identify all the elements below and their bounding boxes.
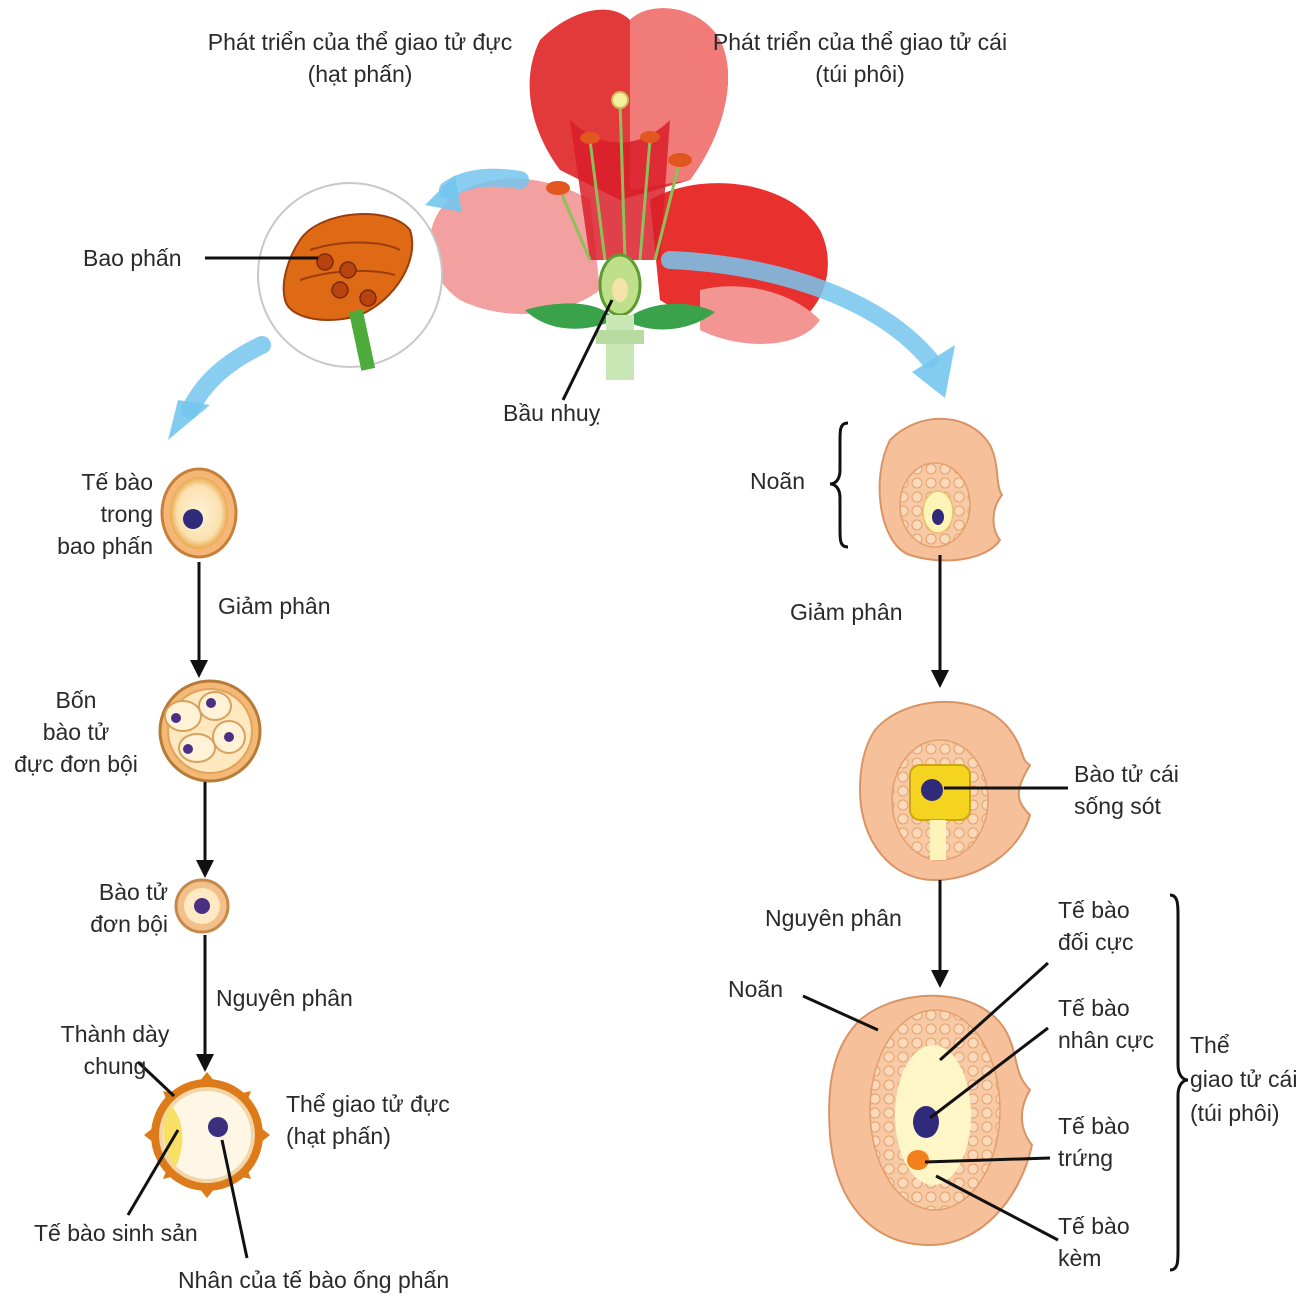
anther-zoom	[258, 183, 442, 371]
megaspore-label-line-2: sống sót	[1074, 790, 1179, 822]
haploid-spore	[176, 880, 228, 932]
generative-cell-label: Tế bào sinh sản	[34, 1217, 198, 1249]
synergid-label: Tế bào kèm	[1058, 1210, 1130, 1274]
anther-cell-label-line-2: trong	[20, 498, 153, 530]
megaspore-label-line-1: Bào tử cái	[1074, 758, 1179, 790]
synergid-label-line-1: Tế bào	[1058, 1210, 1130, 1242]
wall-label-line-2: chung	[40, 1050, 190, 1082]
anther-label: Bao phấn	[83, 242, 181, 274]
polar-label-line-1: Tế bào	[1058, 992, 1154, 1024]
egg-label-line-2: trứng	[1058, 1142, 1130, 1174]
polar-label-line-2: nhân cực	[1058, 1024, 1154, 1056]
tube-nucleus-label: Nhân của tế bào ống phấn	[178, 1264, 449, 1296]
tetrad-label-line-1: Bốn	[0, 684, 152, 716]
male-title-line: Phát triển của thể giao tử đực	[180, 26, 540, 58]
male-mitosis-label: Nguyên phân	[216, 982, 353, 1014]
anther-cell	[162, 469, 236, 557]
female-subtitle-line: (túi phôi)	[680, 58, 1040, 90]
male-gametophyte-line-2: (hạt phấn)	[286, 1120, 450, 1152]
antipodal-label: Tế bào đối cực	[1058, 894, 1133, 958]
egg-cell-label: Tế bào trứng	[1058, 1110, 1130, 1174]
synergid-label-line-2: kèm	[1058, 1242, 1130, 1274]
male-gametophyte-label: Thể giao tử đực (hạt phấn)	[286, 1088, 450, 1152]
female-meiosis-label: Giảm phân	[790, 596, 903, 628]
ovule-label: Noãn	[750, 465, 805, 497]
spore-label-line-1: Bào tử	[40, 876, 168, 908]
ovule-1	[880, 419, 1002, 561]
tetrad-label-line-2: bào tử	[0, 716, 152, 748]
male-development-title: Phát triển của thể giao tử đực (hạt phấn…	[180, 26, 540, 90]
anther-cell-label-line-1: Tế bào	[20, 466, 153, 498]
embryo-sac-label: Thể giao tử cái (túi phôi)	[1190, 1028, 1297, 1130]
embryo-sac-label-line-3: (túi phôi)	[1190, 1096, 1297, 1130]
pollen-grain	[144, 1072, 270, 1198]
ovary-label: Bầu nhuỵ	[503, 397, 600, 429]
anther-cell-label: Tế bào trong bao phấn	[20, 466, 153, 562]
embryo-sac-label-line-2: giao tử cái	[1190, 1062, 1297, 1096]
spore-label-line-2: đơn bội	[40, 908, 168, 940]
egg-label-line-1: Tế bào	[1058, 1110, 1130, 1142]
ovule-label-2: Noãn	[728, 973, 783, 1005]
antipodal-label-line-2: đối cực	[1058, 926, 1133, 958]
female-mitosis-label: Nguyên phân	[765, 902, 902, 934]
antipodal-label-line-1: Tế bào	[1058, 894, 1133, 926]
embryo-sac-label-line-1: Thể	[1190, 1028, 1297, 1062]
female-title-line: Phát triển của thể giao tử cái	[680, 26, 1040, 58]
tetrad-label-line-3: đực đơn bội	[0, 748, 152, 780]
surviving-megaspore-label: Bào tử cái sống sót	[1074, 758, 1179, 822]
polar-nuclei-label: Tế bào nhân cực	[1058, 992, 1154, 1056]
female-development-title: Phát triển của thể giao tử cái (túi phôi…	[680, 26, 1040, 90]
ovule-2	[860, 702, 1030, 880]
embryo-sac-ovule	[829, 996, 1032, 1245]
male-subtitle-line: (hạt phấn)	[180, 58, 540, 90]
male-gametophyte-line-1: Thể giao tử đực	[286, 1088, 450, 1120]
haploid-spore-label: Bào tử đơn bội	[40, 876, 168, 940]
male-meiosis-label: Giảm phân	[218, 590, 331, 622]
tetrad-label: Bốn bào tử đực đơn bội	[0, 684, 152, 780]
wall-label-line-1: Thành dày	[40, 1018, 190, 1050]
anther-cell-label-line-3: bao phấn	[20, 530, 153, 562]
tetrad	[160, 681, 260, 781]
wall-label: Thành dày chung	[40, 1018, 190, 1082]
